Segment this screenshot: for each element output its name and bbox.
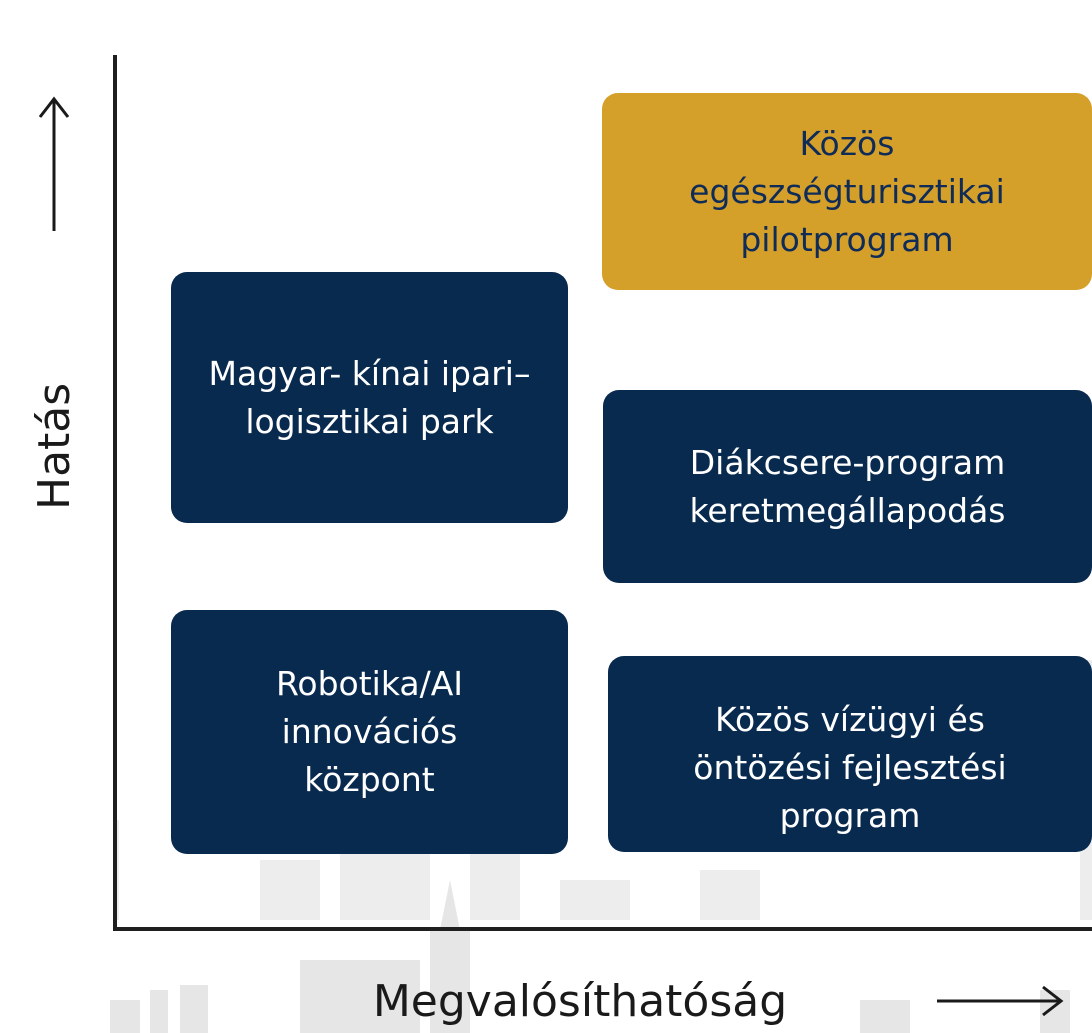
student-exchange-box: Diákcsere-program keretmegállapodás <box>603 390 1092 583</box>
x-axis-line <box>113 927 1092 931</box>
pilot-program-label: Közös egészségturisztikai pilotprogram <box>689 123 1005 259</box>
arrow-up-icon <box>38 96 70 231</box>
arrow-right-icon <box>937 985 1064 1017</box>
industrial-park-box: Magyar- kínai ipari–logisztikai park <box>171 272 568 523</box>
student-exchange-label: Diákcsere-program keretmegállapodás <box>689 442 1006 530</box>
y-axis-line <box>113 55 117 931</box>
robotics-center-box: Robotika/AI innovációs központ <box>171 610 568 854</box>
pilot-program-box: Közös egészségturisztikai pilotprogram <box>602 93 1092 290</box>
x-axis-label: Megvalósíthatóság <box>372 976 788 1027</box>
y-axis-label: Hatás <box>29 382 80 510</box>
industrial-park-label: Magyar- kínai ipari–logisztikai park <box>208 353 531 441</box>
water-program-box: Közös vízügyi és öntözési fejlesztési pr… <box>608 656 1092 852</box>
robotics-center-label: Robotika/AI innovációs központ <box>275 664 464 799</box>
water-program-label: Közös vízügyi és öntözési fejlesztési pr… <box>693 700 1007 835</box>
